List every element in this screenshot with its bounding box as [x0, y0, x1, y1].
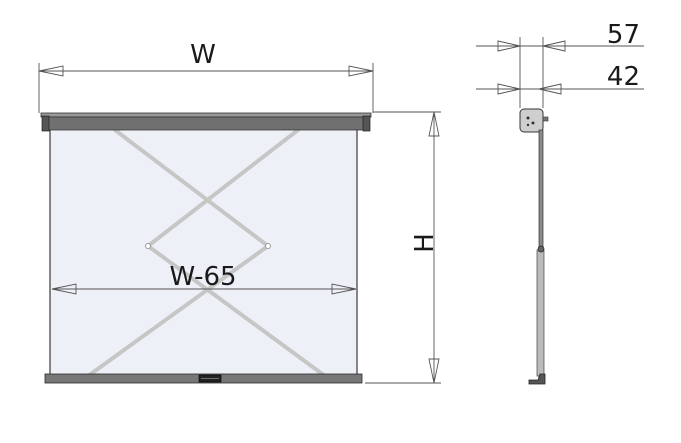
- scissor-arms: [86, 128, 327, 378]
- side-housing: [519, 108, 544, 133]
- dimension-inner-width: W-65: [51, 262, 357, 295]
- side-support-rod: [536, 249, 545, 377]
- height-label: H: [410, 233, 440, 253]
- front-view: [40, 112, 372, 384]
- scissor-joints: [145, 243, 271, 249]
- dimension-depth-inner: 42: [476, 62, 644, 95]
- dimension-width: W: [38, 40, 374, 113]
- screen-surface: [49, 128, 358, 378]
- side-view: [519, 108, 549, 385]
- dimension-depth-outer: 57: [476, 20, 644, 108]
- roller-tube: [45, 116, 367, 131]
- depth-outer-label: 57: [607, 20, 640, 50]
- depth-inner-label: 42: [607, 62, 640, 92]
- end-cap-left: [41, 115, 50, 132]
- dimension-height: H: [365, 111, 441, 384]
- width-label: W: [190, 40, 216, 70]
- top-housing: [40, 112, 372, 118]
- inner-width-label: W-65: [169, 262, 236, 292]
- side-bottom-bar: [528, 373, 546, 385]
- end-cap-right: [362, 115, 371, 132]
